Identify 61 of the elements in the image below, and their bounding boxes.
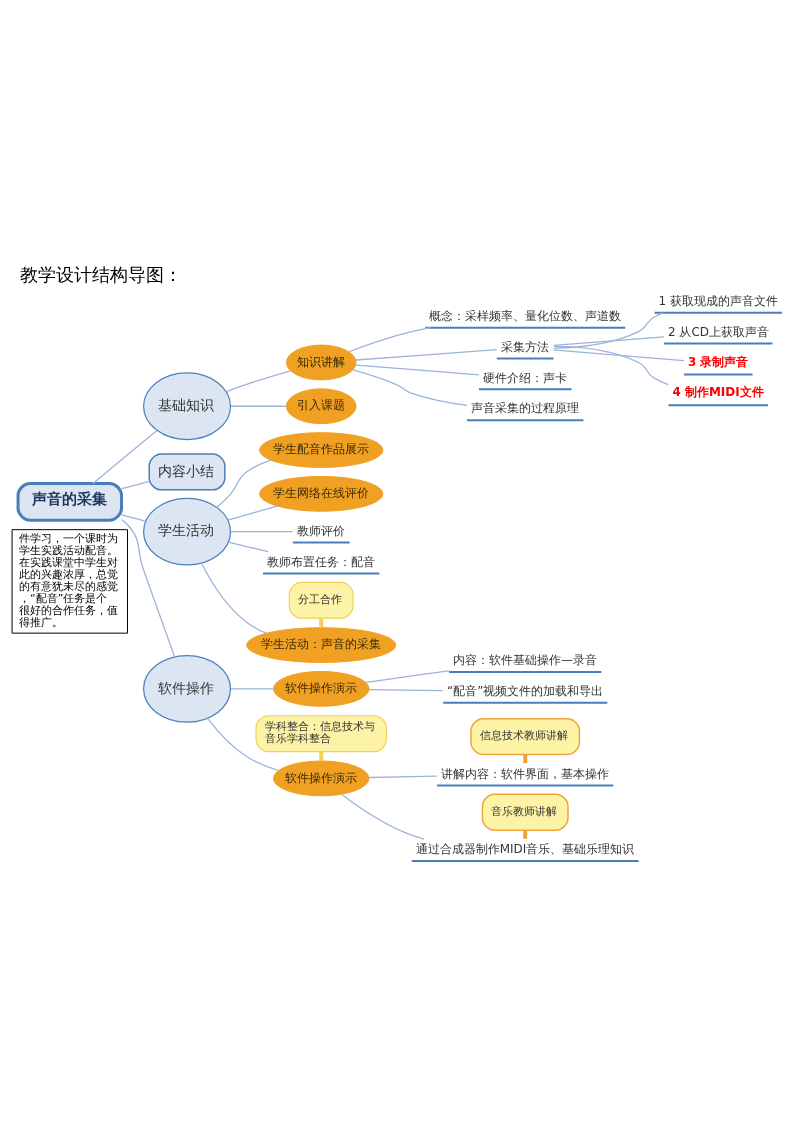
node-ellipse: 学生网络在线评价	[259, 475, 384, 512]
connector	[121, 480, 150, 489]
connector	[319, 751, 324, 761]
node-text: 3 录制声音	[687, 354, 749, 369]
connector	[121, 518, 176, 658]
connector	[227, 505, 278, 521]
node-ellipse: 基础知识	[142, 371, 232, 440]
node-ellipse: 引入课题	[285, 387, 357, 424]
connector	[121, 513, 147, 522]
connector	[227, 541, 269, 552]
connector	[92, 429, 158, 484]
connector	[368, 688, 444, 691]
node-ellipse: 学生配音作品展示	[259, 431, 384, 468]
node-text: 教师布置任务：配音	[266, 554, 375, 569]
connector	[225, 369, 291, 392]
node-ellipse: 知识讲解	[285, 344, 357, 380]
node-text: 概念：采样频率、量化位数、声道数	[429, 308, 622, 323]
connector	[523, 754, 528, 763]
connector	[355, 348, 498, 361]
node-text: 内容：软件基础操作—录音	[453, 652, 597, 667]
node-ellipse: 软件操作	[142, 654, 232, 723]
connector	[552, 335, 665, 346]
node-text: 教师评价	[296, 523, 345, 538]
connector	[230, 530, 294, 532]
connector	[368, 775, 438, 778]
connector	[230, 405, 287, 407]
connector	[341, 793, 425, 840]
connector	[319, 618, 324, 628]
node-box: 分工合作	[288, 581, 354, 619]
node-text: “配音”视频文件的加载和导出	[447, 683, 604, 698]
node-box: 音乐教师讲解	[481, 793, 569, 831]
node-text: 采集方法	[500, 339, 549, 354]
connector	[553, 345, 669, 385]
diagram-title: 教学设计结构导图：	[20, 263, 183, 285]
connector	[355, 364, 480, 375]
connector	[523, 830, 528, 839]
connector	[230, 687, 275, 689]
node-text: 讲解内容：软件界面，基本操作	[441, 766, 610, 781]
connector	[552, 348, 685, 361]
node-box: 件学习，一个课时为学生实践活动配音。在实践课堂中学生对此的兴趣浓厚，总觉的有意犹未尽的感觉，“配音”任务是个很好的合作任务，值得推广。	[11, 528, 128, 634]
connector	[553, 311, 664, 349]
node-ellipse: 软件操作演示	[272, 670, 370, 707]
connector	[216, 458, 271, 508]
node-text: 声音采集的过程原理	[470, 400, 579, 415]
node-box: 信息技术教师讲解	[470, 717, 581, 755]
node-text: 2 从CD上获取声音	[668, 324, 769, 339]
connector	[200, 561, 267, 634]
connector	[365, 669, 450, 683]
node-text: 1 获取现成的声音文件	[658, 293, 778, 308]
connector	[206, 717, 279, 771]
connector	[348, 326, 432, 352]
node-box: 内容小结	[148, 452, 226, 491]
node-box: 声音的采集	[16, 481, 123, 522]
node-text: 4 制作MIDI文件	[672, 384, 764, 399]
node-box: 学科整合：信息技术与音乐学科整合	[255, 714, 387, 752]
node-ellipse: 学生活动	[142, 497, 232, 566]
node-text: 硬件介绍：声卡	[482, 369, 567, 384]
node-ellipse: 学生活动：声音的采集	[246, 626, 397, 663]
node-ellipse: 软件操作演示	[272, 760, 370, 796]
connector	[352, 368, 468, 406]
node-text: 通过合成器制作MIDI音乐、基础乐理知识	[415, 841, 635, 856]
